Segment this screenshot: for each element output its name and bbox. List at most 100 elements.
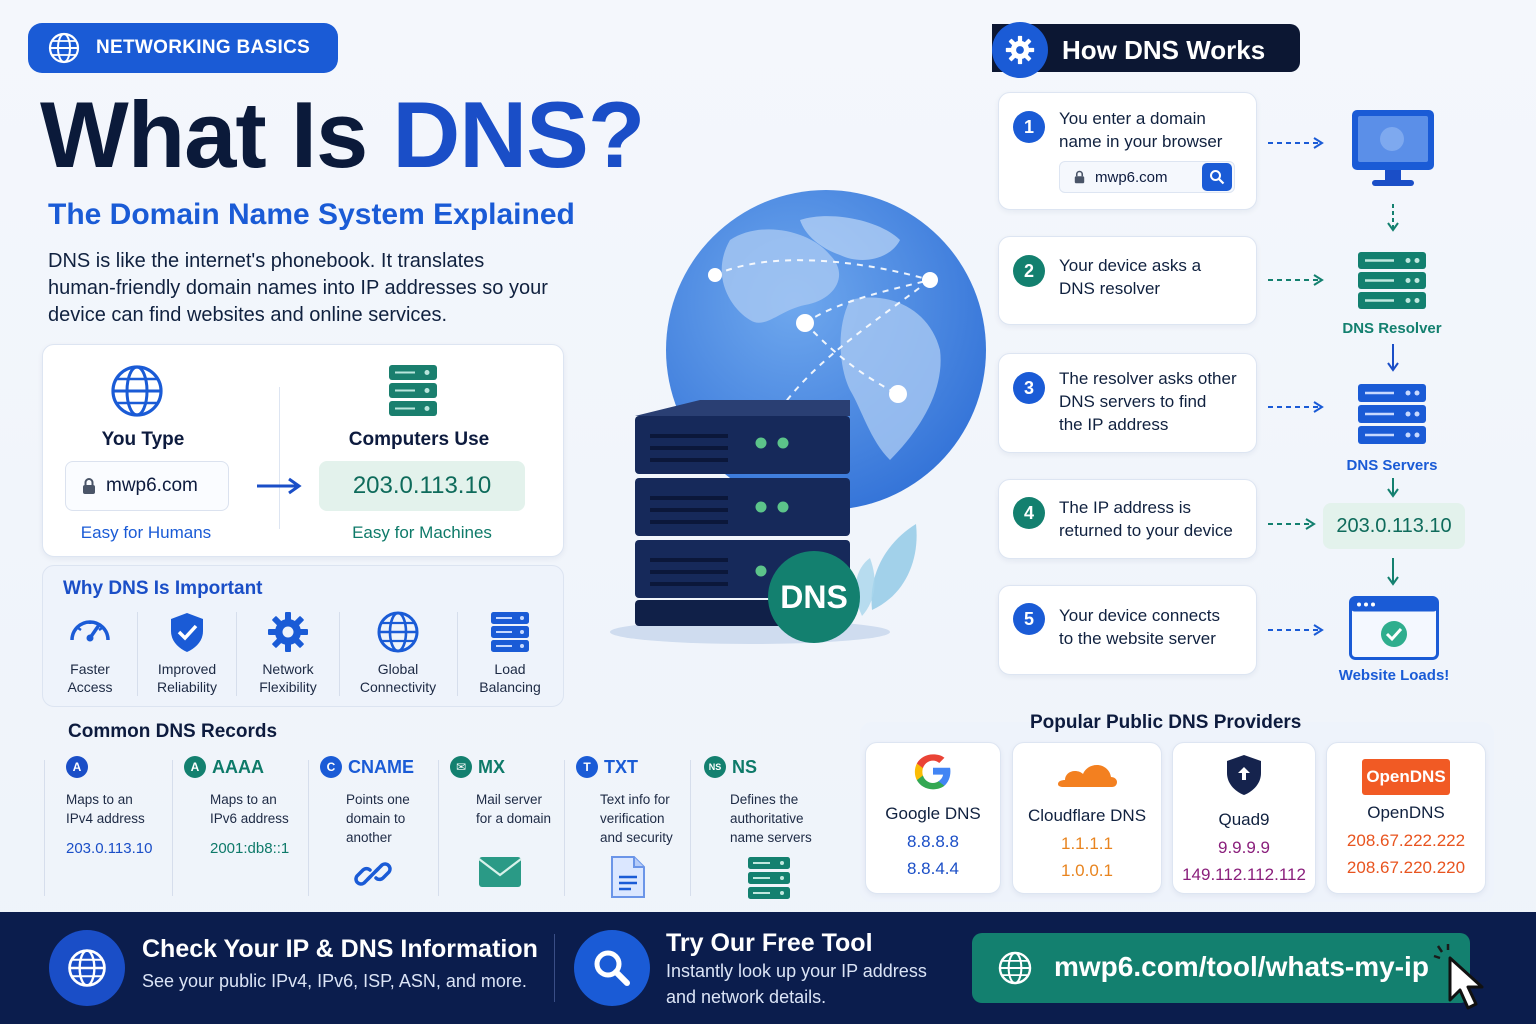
- divider: [308, 760, 309, 896]
- down-arrow-icon: [1387, 558, 1399, 586]
- provider-name: Google DNS: [885, 804, 981, 823]
- record-mx: ✉ MX Mail server for a domain: [450, 756, 560, 893]
- record-desc: Text info for: [600, 792, 670, 807]
- google-logo-icon: [914, 754, 951, 790]
- provider-ip: 208.67.222.222: [1346, 831, 1466, 850]
- server-stack-icon: [491, 612, 529, 652]
- search-value: mwp6.com: [1095, 168, 1168, 186]
- ip-pill: 203.0.113.10: [319, 461, 525, 511]
- website-loads-label: Website Loads!: [1338, 667, 1450, 684]
- opendns-logo: OpenDNS: [1362, 759, 1450, 795]
- why-label-1: Network: [262, 661, 314, 677]
- search-button[interactable]: [1202, 163, 1232, 191]
- provider-ip: 8.8.8.8: [907, 832, 959, 851]
- globe-icon: [111, 365, 163, 417]
- provider-opendns: OpenDNS OpenDNS 208.67.222.222 208.67.220…: [1326, 742, 1486, 894]
- divider: [279, 387, 280, 529]
- divider: [172, 760, 173, 896]
- record-desc: Defines the: [730, 792, 799, 807]
- divider: [44, 760, 45, 896]
- record-desc: IPv4 address: [66, 811, 145, 826]
- check-ip-subtitle: See your public IPv4, IPv6, ISP, ASN, an…: [142, 971, 527, 991]
- intro-text: DNS is like the internet's phonebook. It…: [48, 250, 548, 326]
- record-badge: NS: [704, 756, 726, 778]
- how-dns-title: How DNS Works: [1062, 35, 1266, 65]
- check-ip-title: Check Your IP & DNS Information: [142, 935, 538, 963]
- envelope-icon: [478, 857, 522, 887]
- server-stack-icon: [1358, 384, 1426, 444]
- why-item-load-balancing: Load Balancing: [463, 608, 557, 696]
- record-desc: Maps to an: [210, 792, 277, 807]
- divider: [564, 760, 565, 896]
- why-label-1: Load: [494, 661, 526, 677]
- step-text: Your device connects: [1059, 606, 1220, 625]
- tool-url-button[interactable]: mwp6.com/tool/whats-my-ip: [972, 933, 1470, 1003]
- link-icon: [354, 862, 392, 886]
- why-item-flexibility: Network Flexibility: [246, 608, 330, 696]
- globe-icon: [49, 930, 125, 1006]
- why-title: Why DNS Is Important: [63, 578, 263, 599]
- step-text: to the website server: [1059, 629, 1216, 648]
- why-label-2: Connectivity: [359, 679, 437, 695]
- why-label-2: Access: [67, 679, 113, 695]
- record-badge: ✉: [450, 756, 472, 778]
- record-desc: and security: [600, 830, 673, 845]
- quad9-shield-icon: [1227, 755, 1261, 795]
- page-title: What Is DNS?: [40, 88, 645, 182]
- leaf-decoration: [855, 558, 875, 616]
- provider-ip: 208.67.220.220: [1346, 858, 1466, 877]
- browser-search-bar[interactable]: mwp6.com: [1059, 161, 1235, 193]
- title-part-2: DNS?: [392, 82, 645, 187]
- record-name: CNAME: [348, 756, 414, 777]
- tool-url-text: mwp6.com/tool/whats-my-ip: [1054, 951, 1429, 982]
- record-value: 2001:db8::1: [210, 840, 290, 857]
- divider: [690, 760, 691, 896]
- how-dns-header: How DNS Works: [992, 22, 1300, 78]
- step-number: 3: [1013, 372, 1045, 404]
- why-label-2: Reliability: [157, 679, 217, 695]
- cloudflare-logo-icon: [1058, 765, 1117, 787]
- divider: [236, 612, 237, 696]
- divider: [554, 934, 555, 1002]
- record-value: 203.0.113.10: [66, 840, 153, 857]
- step-text: DNS servers to find: [1059, 392, 1207, 411]
- shield-check-icon: [171, 613, 203, 652]
- record-desc: name servers: [730, 830, 812, 845]
- record-badge: A: [184, 756, 206, 778]
- dashed-arrow-icon: [1268, 518, 1316, 530]
- step-text: DNS resolver: [1059, 279, 1161, 298]
- comparison-card: You Type mwp6.com Easy for Humans Comput…: [42, 344, 564, 557]
- free-tool-line: Instantly look up your IP address: [666, 961, 927, 981]
- page-subtitle: The Domain Name System Explained: [48, 198, 575, 231]
- down-arrow-icon: [1387, 204, 1399, 232]
- lock-icon: [83, 478, 95, 494]
- dns-resolver-label: DNS Resolver: [1342, 320, 1442, 337]
- divider: [438, 760, 439, 896]
- step-text: The IP address is: [1059, 498, 1191, 517]
- provider-name: OpenDNS: [1367, 803, 1445, 822]
- step-text: The resolver asks other: [1059, 369, 1237, 388]
- why-dns-panel: Why DNS Is Important Faster Access Impro…: [42, 565, 564, 707]
- domain-text: mwp6.com: [106, 475, 198, 496]
- step-text: the IP address: [1059, 415, 1169, 434]
- why-label-1: Global: [377, 661, 419, 677]
- easy-machines-caption: Easy for Machines: [352, 523, 492, 542]
- record-desc: Mail server: [476, 792, 543, 807]
- dashed-arrow-icon: [1268, 624, 1324, 636]
- provider-ip: 9.9.9.9: [1218, 838, 1270, 857]
- record-name: MX: [478, 756, 505, 777]
- domain-pill: mwp6.com: [65, 461, 229, 511]
- you-type-label: You Type: [101, 429, 185, 450]
- why-label-2: Balancing: [479, 679, 541, 695]
- step-text: You enter a domain: [1059, 109, 1206, 128]
- lock-icon: [1074, 170, 1085, 184]
- record-desc: verification: [600, 811, 665, 826]
- record-desc: for a domain: [476, 811, 552, 826]
